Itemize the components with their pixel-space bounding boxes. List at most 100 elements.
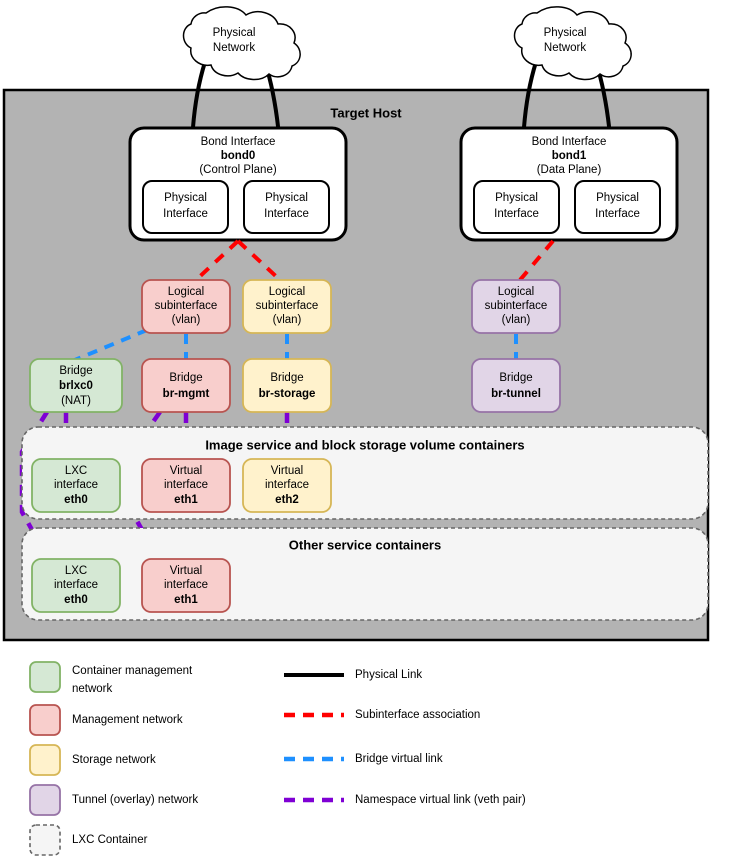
container-other-service[interactable]: Other service containers LXC interface e… <box>21 527 709 621</box>
oth-eth1-line1: Virtual <box>170 565 202 577</box>
oth-eth0-box[interactable] <box>31 558 121 613</box>
br-tunnel-name: br-tunnel <box>491 388 541 400</box>
br-tunnel-box <box>471 358 561 413</box>
img-eth0-line1: LXC <box>65 465 87 477</box>
legend-tunnel-label: Tunnel (overlay) network <box>72 794 198 806</box>
oth-eth1-box[interactable] <box>141 558 231 613</box>
bond1-name: bond1 <box>552 150 587 162</box>
container-other-service-title: Other service containers <box>289 537 441 552</box>
cloud-shape <box>513 6 632 81</box>
container-image-block-title: Image service and block storage volume c… <box>205 437 524 452</box>
bond1-nic-1-line2: Interface <box>595 208 640 220</box>
legend-container-mgmt-label-line2: network <box>72 683 113 695</box>
img-eth0-name: eth0 <box>64 494 88 506</box>
cloud-label-line1: Physical <box>544 27 587 39</box>
red-link-bond0-to-vlan-storage <box>236 239 282 282</box>
vlan-storage-box <box>242 279 332 334</box>
img-eth1-box[interactable] <box>141 458 231 513</box>
bond0-nic-1-box[interactable] <box>243 180 330 234</box>
logical-subinterface-mgmt[interactable]: Logical subinterface (vlan) <box>141 279 231 334</box>
bond0-nic-1-line2: Interface <box>264 208 309 220</box>
bond1-nic-1-line1: Physical <box>596 192 639 204</box>
legend-subinterface-label: Subinterface association <box>355 709 480 721</box>
legend-mgmt-label: Management network <box>72 714 183 726</box>
container-image-block[interactable]: Image service and block storage volume c… <box>21 426 709 520</box>
legend-lxc-container-swatch <box>29 824 61 856</box>
br-lxc-name: brlxc0 <box>59 380 93 392</box>
cloud-label-line2: Network <box>213 42 255 54</box>
legend-container-mgmt: Container management network <box>29 661 193 695</box>
legend-storage-swatch <box>29 744 61 776</box>
legend-container-mgmt-swatch <box>29 661 61 693</box>
bond1-nic-0-line2: Interface <box>494 208 539 220</box>
bridge-virtual-links <box>69 328 518 364</box>
legend-mgmt: Management network <box>29 704 183 736</box>
vlan-tunnel-line2: subinterface <box>485 300 548 312</box>
red-link-bond0-to-vlan-mgmt <box>194 239 240 282</box>
vlan-mgmt-line3: (vlan) <box>172 314 201 326</box>
bridge-brlxc0[interactable]: Bridge brlxc0 (NAT) <box>29 358 123 413</box>
legend-namespace-link: Namespace virtual link (veth pair) <box>284 794 526 806</box>
vlan-tunnel-box <box>471 279 561 334</box>
bond1-nic-0-box[interactable] <box>473 180 560 234</box>
bridge-br-mgmt[interactable]: Bridge br-mgmt <box>141 358 231 413</box>
bridge-br-tunnel[interactable]: Bridge br-tunnel <box>471 358 561 413</box>
bond1-nic-1-box[interactable] <box>574 180 661 234</box>
logical-subinterface-storage[interactable]: Logical subinterface (vlan) <box>242 279 332 334</box>
legend-tunnel: Tunnel (overlay) network <box>29 784 198 816</box>
vlan-tunnel-line3: (vlan) <box>502 314 531 326</box>
page-title: Target Host <box>330 105 402 120</box>
bond0-nic-0-line2: Interface <box>163 208 208 220</box>
cloud-right: Physical Network <box>513 6 632 81</box>
oth-eth0-name: eth0 <box>64 594 88 606</box>
bridge-br-storage[interactable]: Bridge br-storage <box>242 358 332 413</box>
br-mgmt-name: br-mgmt <box>163 388 210 400</box>
oth-eth1-name: eth1 <box>174 594 198 606</box>
vlan-storage-line2: subinterface <box>256 300 319 312</box>
legend-container-mgmt-label-line1: Container management <box>72 665 193 677</box>
bond-interface-bond0[interactable]: Bond Interface bond0 (Control Plane) Phy… <box>128 126 348 242</box>
br-storage-line1: Bridge <box>270 372 303 384</box>
img-eth2-name: eth2 <box>275 494 299 506</box>
vlan-storage-line3: (vlan) <box>273 314 302 326</box>
br-mgmt-box <box>141 358 231 413</box>
vlan-mgmt-box <box>141 279 231 334</box>
legend-bridge-link-label: Bridge virtual link <box>355 753 443 765</box>
img-eth0-box[interactable] <box>31 458 121 513</box>
br-mgmt-line1: Bridge <box>169 372 202 384</box>
img-eth1-line1: Virtual <box>170 465 202 477</box>
legend-subinterface: Subinterface association <box>284 709 480 721</box>
br-lxc-box <box>29 358 123 413</box>
bond-interface-bond1[interactable]: Bond Interface bond1 (Data Plane) Physic… <box>459 126 679 242</box>
bond0-nic-1-line1: Physical <box>265 192 308 204</box>
legend-lxc-container: LXC Container <box>29 824 148 856</box>
vlan-tunnel-line1: Logical <box>498 286 534 298</box>
legend-bridge-link: Bridge virtual link <box>284 753 443 765</box>
br-storage-name: br-storage <box>259 388 316 400</box>
bond1-nic-0-line1: Physical <box>495 192 538 204</box>
img-eth2-line2: interface <box>265 479 309 491</box>
legend-physical-link: Physical Link <box>284 669 422 681</box>
red-link-bond1-to-vlan-tunnel <box>518 239 555 282</box>
legend-storage: Storage network <box>29 744 156 776</box>
img-eth0-line2: interface <box>54 479 98 491</box>
br-tunnel-line1: Bridge <box>499 372 532 384</box>
legend-lxc-container-label: LXC Container <box>72 834 148 846</box>
cloud-label-line1: Physical <box>213 27 256 39</box>
legend-line-styles: Physical Link Subinterface association B… <box>284 669 526 806</box>
legend-mgmt-swatch <box>29 704 61 736</box>
oth-eth1-line2: interface <box>164 579 208 591</box>
bond0-nic-0-line1: Physical <box>164 192 207 204</box>
br-storage-box <box>242 358 332 413</box>
legend-physical-link-label: Physical Link <box>355 669 422 681</box>
cloud-label-line2: Network <box>544 42 586 54</box>
cloud-left: Physical Network <box>182 6 301 81</box>
bond0-nic-0-box[interactable] <box>142 180 229 234</box>
subinterface-association-links <box>194 239 555 282</box>
cloud-shape <box>182 6 301 81</box>
br-lxc-line1: Bridge <box>59 365 92 377</box>
logical-subinterface-tunnel[interactable]: Logical subinterface (vlan) <box>471 279 561 334</box>
img-eth2-box[interactable] <box>242 458 332 513</box>
